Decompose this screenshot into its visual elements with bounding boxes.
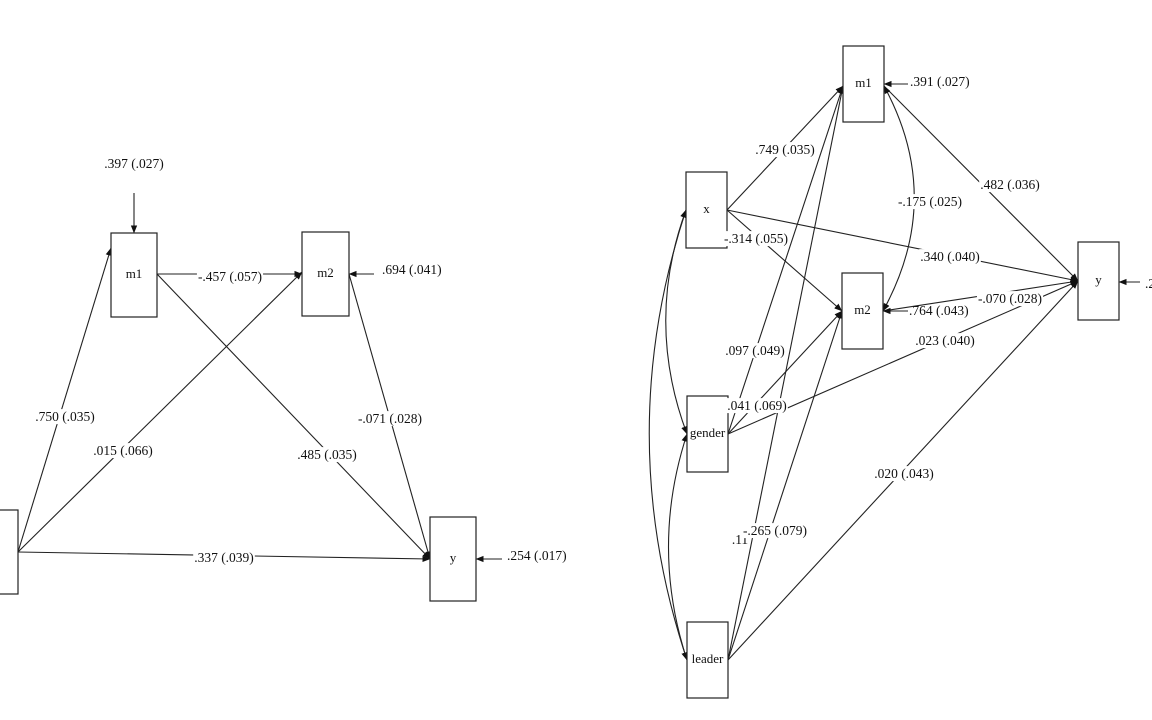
node-label: m1	[126, 266, 143, 281]
node-x-mediation-basic	[0, 509, 19, 595]
path-label-m2-y-bg	[976, 291, 1044, 307]
node-y-mediation-covariates: y	[1077, 241, 1120, 321]
node-m2-mediation-covariates: m2	[841, 272, 884, 350]
path-label-x-y-bg	[919, 249, 981, 265]
path-label-x-m2-bg	[92, 443, 154, 459]
covariance-gender-leader	[667, 433, 688, 661]
path-label-m1-y: .482 (.036)	[980, 177, 1040, 192]
covariance-label-m1-m2-bg	[896, 194, 964, 210]
node-m2-mediation-basic: m2	[301, 231, 350, 317]
node-box	[0, 509, 19, 595]
node-label: m2	[854, 302, 871, 317]
covariance-x-leader	[648, 209, 688, 661]
path-m1-to-y	[156, 273, 431, 560]
residual-label-y: .2	[1145, 276, 1152, 291]
node-label: m2	[317, 265, 334, 280]
labels-layer: .750 (.035) .015 (.066) .337 (.039) -.457 (…	[34, 74, 1152, 566]
node-y-mediation-basic: y	[429, 516, 477, 602]
path-label-gender-y-bg	[914, 333, 976, 349]
path-label-m2-y-bg	[356, 411, 424, 427]
node-label: gender	[690, 425, 726, 440]
node-leader-mediation-covariates: leader	[686, 621, 729, 699]
node-box	[841, 272, 884, 350]
path-label-gender-m1: .097 (.049)	[725, 343, 785, 358]
node-label: leader	[692, 651, 724, 666]
path-label-m2-y: -.071 (.028)	[358, 411, 422, 426]
path-label-leader-m2: -.265 (.079)	[743, 523, 807, 538]
path-gender-to-m2	[727, 310, 843, 435]
path-label-gender-m2: .041 (.069)	[727, 398, 787, 413]
path-label-x-m2-bg	[722, 231, 790, 247]
node-label: x	[703, 201, 710, 216]
path-label-x-m1: .750 (.035)	[35, 409, 95, 424]
path-label-leader-y-bg	[873, 466, 935, 482]
path-label-gender-m2-bg	[726, 398, 788, 414]
path-label-m1-m2: -.457 (.057)	[198, 269, 262, 284]
node-m1-mediation-covariates: m1	[842, 45, 885, 123]
covariance-x-gender	[665, 209, 688, 435]
edges-layer	[17, 80, 1140, 661]
path-x-to-m1	[17, 247, 112, 553]
node-box	[842, 45, 885, 123]
node-box	[301, 231, 350, 317]
node-box	[686, 395, 729, 473]
node-x-mediation-covariates: x	[685, 171, 728, 249]
node-label: y	[1095, 272, 1102, 287]
path-label-gender-y: .023 (.040)	[915, 333, 975, 348]
residual-label-m2: .764 (.043)	[909, 303, 969, 318]
path-label-x-m1: .749 (.035)	[755, 142, 815, 157]
node-box	[686, 621, 729, 699]
residual-label-m2: .694 (.041)	[382, 262, 442, 277]
node-gender-mediation-covariates: gender	[686, 395, 729, 473]
path-gender-to-m1	[727, 85, 844, 435]
path-label-x-m1-bg	[754, 142, 816, 158]
path-label-leader-m2-bg	[741, 523, 809, 539]
node-box	[1077, 241, 1120, 321]
node-box	[685, 171, 728, 249]
path-label-x-y-bg	[193, 550, 255, 566]
path-label-x-y: .337 (.039)	[194, 550, 254, 565]
node-m1-mediation-basic: m1	[110, 232, 158, 318]
residual-label-m1: .397 (.027)	[104, 156, 164, 171]
path-leader-to-m2	[727, 310, 843, 661]
node-box	[110, 232, 158, 318]
path-label-x-m1-bg	[34, 409, 96, 425]
path-label-m1-y: .485 (.035)	[297, 447, 357, 462]
path-label-x-m2: -.314 (.055)	[724, 231, 788, 246]
path-label-x-y: .340 (.040)	[920, 249, 980, 264]
path-label-m1-y-bg	[296, 447, 358, 463]
path-x-to-m2	[17, 271, 303, 553]
path-label-leader-y: .020 (.043)	[874, 466, 934, 481]
path-label-x-m2: .015 (.066)	[93, 443, 153, 458]
path-label-gender-m1-bg	[724, 343, 786, 359]
node-label: y	[450, 550, 457, 565]
covariance-label-m1-m2: -.175 (.025)	[898, 194, 962, 209]
path-label-m1-y-bg	[979, 177, 1041, 193]
path-label-m2-y: -.070 (.028)	[978, 291, 1042, 306]
residual-label-y: .254 (.017)	[507, 548, 567, 563]
nodes-layer: m1 m2 y x gender leader m1 m2 y	[0, 45, 1120, 699]
node-box	[429, 516, 477, 602]
path-label-m1-m2-bg	[196, 269, 264, 285]
path-leader-to-m1	[727, 85, 845, 661]
path-x-to-y	[726, 209, 1079, 283]
node-label: m1	[855, 75, 872, 90]
residual-label-m1: .391 (.027)	[910, 74, 970, 89]
path-x-to-m2	[726, 209, 843, 312]
